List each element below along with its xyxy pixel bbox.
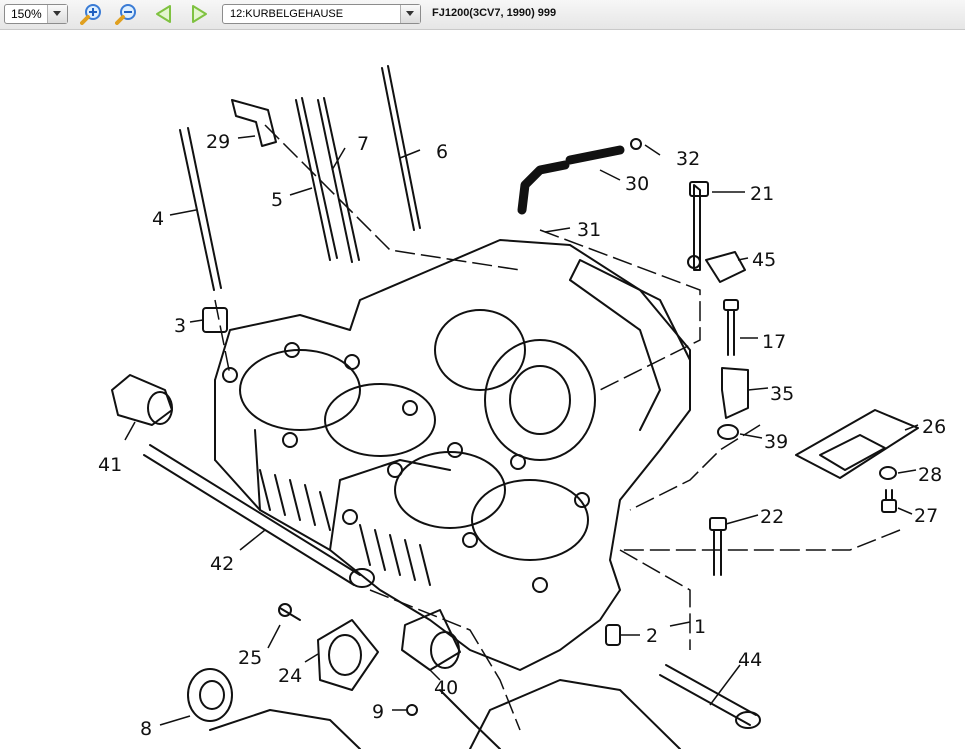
zoom-out-icon[interactable] xyxy=(115,3,139,25)
part-group-dropdown-button[interactable] xyxy=(400,5,420,23)
callout-17: 17 xyxy=(762,331,786,353)
callout-44: 44 xyxy=(738,649,762,671)
callout-5: 5 xyxy=(271,189,283,211)
model-label: FJ1200(3CV7, 1990) 999 xyxy=(432,7,557,19)
zoom-select[interactable]: 150% xyxy=(4,4,68,24)
callout-22: 22 xyxy=(760,506,784,528)
leader-lines xyxy=(124,135,919,726)
callout-35: 35 xyxy=(770,383,794,405)
callout-30: 30 xyxy=(625,173,649,195)
callout-7: 7 xyxy=(357,133,369,155)
chevron-down-icon xyxy=(406,11,414,16)
callout-8: 8 xyxy=(140,718,152,740)
callout-6: 6 xyxy=(436,141,448,163)
callout-2: 2 xyxy=(646,625,658,647)
callout-21: 21 xyxy=(750,183,774,205)
part-callouts: 29 7 6 32 4 5 30 21 31 45 3 17 35 41 39 … xyxy=(98,131,946,740)
next-arrow-icon[interactable] xyxy=(187,3,211,25)
callout-31: 31 xyxy=(577,219,601,241)
part-group-value: 12:KURBELGEHAUSE xyxy=(230,8,344,20)
callout-41: 41 xyxy=(98,454,122,476)
callout-39: 39 xyxy=(764,431,788,453)
callout-1: 1 xyxy=(694,616,706,638)
callout-45: 45 xyxy=(752,249,776,271)
diagram-linework xyxy=(111,65,919,749)
callout-3: 3 xyxy=(174,315,186,337)
zoom-in-icon[interactable] xyxy=(80,3,104,25)
chevron-down-icon xyxy=(53,11,61,16)
previous-arrow-icon[interactable] xyxy=(152,3,176,25)
callout-28: 28 xyxy=(918,464,942,486)
callout-42: 42 xyxy=(210,553,234,575)
exploded-parts-diagram: 29 7 6 32 4 5 30 21 31 45 3 17 35 41 39 … xyxy=(98,65,946,749)
callout-9: 9 xyxy=(372,701,384,723)
callout-26: 26 xyxy=(922,416,946,438)
toolbar: 150% 12:KURBELGEHAUSE FJ1200(3CV7, 1990)… xyxy=(0,0,965,30)
callout-27: 27 xyxy=(914,505,938,527)
zoom-value: 150% xyxy=(11,7,42,21)
callout-24: 24 xyxy=(278,665,302,687)
assembly-guide-lines xyxy=(214,124,901,731)
callout-29: 29 xyxy=(206,131,230,153)
callout-4: 4 xyxy=(152,208,164,230)
zoom-dropdown-button[interactable] xyxy=(47,5,67,23)
callout-32: 32 xyxy=(676,148,700,170)
callout-25: 25 xyxy=(238,647,262,669)
part-group-select[interactable]: 12:KURBELGEHAUSE xyxy=(222,4,421,24)
callout-40: 40 xyxy=(434,677,458,699)
